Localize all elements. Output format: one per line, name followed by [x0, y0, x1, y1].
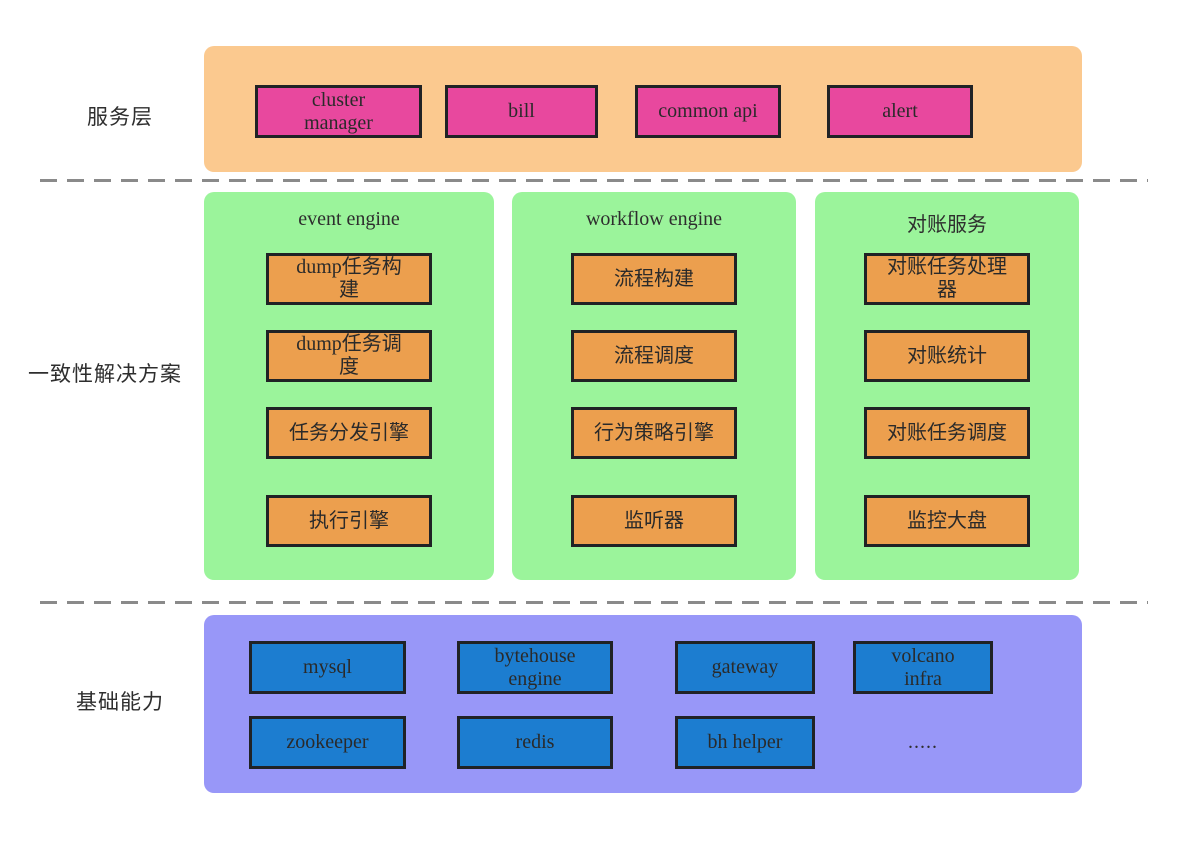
- workflow-engine-title: workflow engine: [585, 208, 723, 230]
- foundation-box-redis: redis: [457, 716, 613, 769]
- foundation-more-ellipsis: .....: [908, 731, 938, 753]
- foundation-box-bh-helper: bh helper: [675, 716, 815, 769]
- foundation-box-gateway: gateway: [675, 641, 815, 694]
- workflow-box-behavior-policy: 行为策略引擎: [571, 407, 737, 459]
- event-engine-box-task-dispatch: 任务分发引擎: [266, 407, 432, 459]
- workflow-box-flow-schedule: 流程调度: [571, 330, 737, 382]
- layer-divider-top: [40, 179, 1148, 182]
- service-box-bill: bill: [445, 85, 598, 138]
- service-box-cluster-manager: cluster manager: [255, 85, 422, 138]
- event-engine-box-dump-schedule: dump任务调 度: [266, 330, 432, 382]
- event-engine-box-exec-engine: 执行引擎: [266, 495, 432, 547]
- event-engine-box-dump-build: dump任务构 建: [266, 253, 432, 305]
- foundation-layer-label: 基础能力: [76, 690, 164, 714]
- reconciliation-box-stats: 对账统计: [864, 330, 1030, 382]
- workflow-box-flow-build: 流程构建: [571, 253, 737, 305]
- event-engine-title: event engine: [298, 208, 400, 230]
- service-box-alert: alert: [827, 85, 973, 138]
- foundation-box-mysql: mysql: [249, 641, 406, 694]
- consistency-layer-label: 一致性解决方案: [28, 362, 182, 386]
- foundation-layer-container: mysql bytehouse engine gateway volcano i…: [204, 615, 1082, 793]
- reconciliation-box-monitor-dashboard: 监控大盘: [864, 495, 1030, 547]
- reconciliation-title: 对账服务: [907, 214, 987, 236]
- event-engine-column: event engine dump任务构 建 dump任务调 度 任务分发引擎 …: [204, 192, 494, 580]
- reconciliation-column: 对账服务 对账任务处理 器 对账统计 对账任务调度 监控大盘: [815, 192, 1079, 580]
- reconciliation-box-task-schedule: 对账任务调度: [864, 407, 1030, 459]
- workflow-engine-column: workflow engine 流程构建 流程调度 行为策略引擎 监听器: [512, 192, 796, 580]
- workflow-box-listener: 监听器: [571, 495, 737, 547]
- service-layer-label: 服务层: [87, 105, 153, 129]
- service-box-common-api: common api: [635, 85, 781, 138]
- foundation-box-zookeeper: zookeeper: [249, 716, 406, 769]
- reconciliation-box-task-processor: 对账任务处理 器: [864, 253, 1030, 305]
- foundation-box-volcano-infra: volcano infra: [853, 641, 993, 694]
- layer-divider-bottom: [40, 601, 1148, 604]
- foundation-box-bytehouse-engine: bytehouse engine: [457, 641, 613, 694]
- service-layer-container: cluster manager bill common api alert: [204, 46, 1082, 172]
